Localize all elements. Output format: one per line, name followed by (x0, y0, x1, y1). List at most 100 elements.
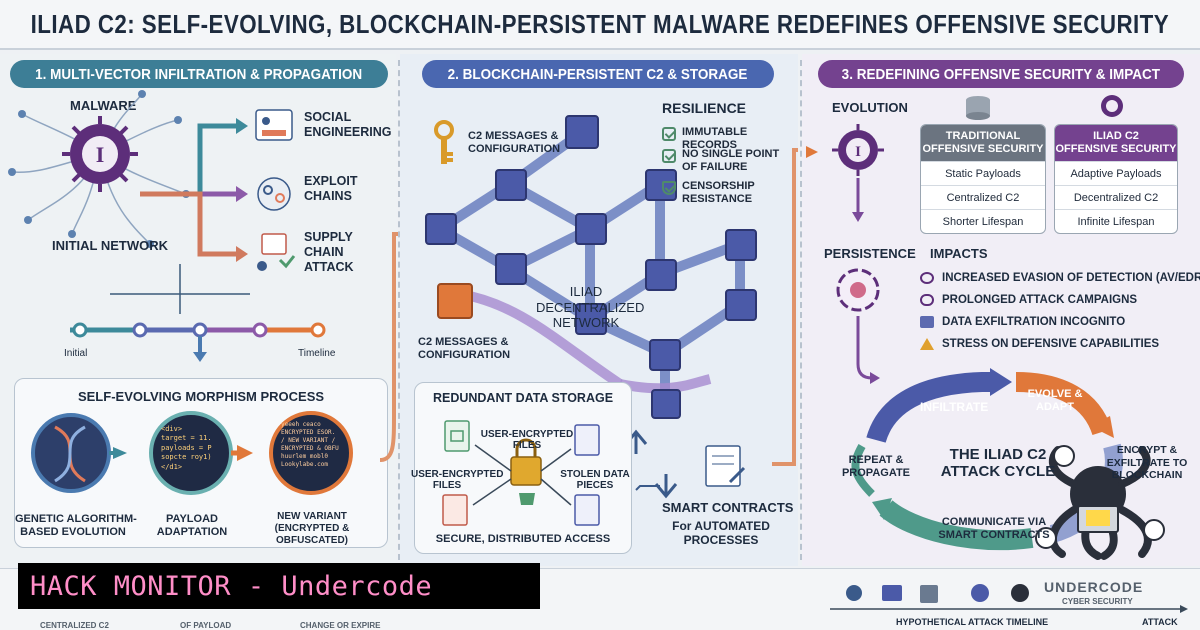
exploit-chains-icon (257, 177, 291, 211)
database-icon (966, 96, 990, 120)
section-blockchain: 2. BLOCKCHAIN-PERSISTENT C2 & STORAGE (400, 54, 798, 566)
step-new-variant: NEW VARIANT (ENCRYPTED & OBFUSCATED) (274, 511, 350, 546)
cycle-stage-encrypt: ENCRYPT & EXFILTRATE TO BLOCKCHAIN (1106, 444, 1188, 482)
resilience-item: NO SINGLE POINT OF FAILURE (662, 148, 779, 173)
cut-label: OF PAYLOAD (180, 621, 232, 630)
hack-monitor-banner[interactable]: HACK MONITOR - Undercode (18, 563, 540, 609)
supply-chain-icon (257, 233, 296, 271)
cycle-stage-repeat: REPEAT & PROPAGATE (841, 454, 911, 480)
step-genetic-algorithm: GENETIC ALGORITHM- BASED EVOLUTION (15, 513, 137, 539)
eye-slash-icon (920, 272, 934, 284)
timeline-start: Initial (64, 348, 88, 359)
impact-graphics: I (806, 95, 1165, 560)
storage-box: REDUNDANT DATA STORAGE USER-ENCRYPTED FI… (411, 382, 632, 554)
undercode-logo: UNDERCODE (1044, 579, 1144, 595)
folder-icon (920, 316, 934, 328)
vector-social-engineering: SOCIAL ENGINEERING (304, 110, 392, 139)
iliad-row: Infinite Lifespan (1055, 209, 1177, 233)
traditional-row: Static Payloads (921, 161, 1045, 185)
storage-graphics (442, 420, 600, 526)
impacts-title: IMPACTS (930, 246, 988, 261)
malware-virus-icon: I (62, 116, 138, 192)
persistence-label: PERSISTENCE (824, 246, 916, 261)
divider-2 (800, 60, 802, 560)
storage-item: STOLEN DATA PIECES (560, 469, 630, 491)
storage-item: USER-ENCRYPTED FILES (480, 429, 574, 451)
step-payload-adaptation: PAYLOAD ADAPTATION (156, 513, 228, 539)
traditional-row: Centralized C2 (921, 185, 1045, 209)
traditional-header: TRADITIONAL OFFENSIVE SECURITY (921, 125, 1045, 161)
morphism-process-box: SELF-EVOLVING MORPHISM PROCESS <div>targ… (14, 378, 388, 548)
initial-network-label: INITIAL NETWORK (52, 238, 169, 253)
impact-item: PROLONGED ATTACK CAMPAIGNS (920, 294, 1137, 306)
section-1-header: 1. MULTI-VECTOR INFILTRATION & PROPAGATI… (10, 60, 388, 88)
smart-contracts-label: SMART CONTRACTS (662, 500, 794, 515)
cycle-stage-evolve: EVOLVE & ADAPT (1027, 388, 1083, 414)
timeline-label: HYPOTHETICAL ATTACK TIMELINE (896, 617, 1049, 627)
vector-supply-chain: SUPPLY CHAIN ATTACK (304, 230, 354, 274)
octopus-hacker-mascot (1035, 445, 1165, 560)
attack-timeline (830, 584, 1188, 613)
warning-icon (920, 338, 934, 350)
flow-arrow-to-section-3 (772, 148, 798, 466)
cut-label: CENTRALIZED C2 (40, 621, 109, 630)
iliad-row: Decentralized C2 (1055, 185, 1177, 209)
iliad-header: ILIAD C2 OFFENSIVE SECURITY (1055, 125, 1177, 161)
title-bar: ILIAD C2: SELF-EVOLVING, BLOCKCHAIN-PERS… (0, 0, 1200, 50)
evolution-virus-icon: I (832, 124, 884, 176)
traditional-comparison-table: TRADITIONAL OFFENSIVE SECURITY Static Pa… (920, 124, 1046, 234)
resilience-title: RESILIENCE (662, 100, 747, 116)
storage-footer: SECURE, DISTRIBUTED ACCESS (435, 533, 611, 545)
social-engineering-icon (255, 109, 293, 141)
svg-text:I: I (855, 144, 861, 160)
blockchain-network-graphics (425, 115, 757, 499)
evolution-label: EVOLUTION (832, 100, 908, 115)
c2-messages-bottom: C2 MESSAGES & CONFIGURATION (418, 336, 511, 362)
cut-label: CHANGE OR EXPIRE (300, 621, 381, 630)
malware-label: MALWARE (70, 98, 137, 113)
iliad-comparison-table: ILIAD C2 OFFENSIVE SECURITY Adaptive Pay… (1054, 124, 1178, 234)
page-title: ILIAD C2: SELF-EVOLVING, BLOCKCHAIN-PERS… (30, 8, 1170, 39)
shield-icon (662, 181, 676, 195)
undercode-logo-sub: CYBER SECURITY (1062, 597, 1133, 606)
cycle-title: THE ILIAD C2 ATTACK CYCLE (940, 446, 1056, 481)
divider-1 (398, 60, 400, 560)
storage-title: REDUNDANT DATA STORAGE (432, 391, 614, 405)
smart-contract-icon (705, 445, 746, 487)
impact-item: DATA EXFILTRATION INCOGNITO (920, 316, 1125, 328)
attack-cycle-diagram (851, 368, 1123, 551)
iliad-virus-small-icon (1101, 95, 1123, 117)
check-icon (662, 127, 676, 141)
banner-text: HACK MONITOR - Undercode (30, 570, 433, 602)
c2-messages-top: C2 MESSAGES & CONFIGURATION (468, 130, 561, 156)
chain-link-icon (920, 294, 934, 306)
decentralized-network-label: ILIAD DECENTRALIZED NETWORK (536, 284, 645, 331)
timeline-nodes (72, 322, 326, 338)
morphism-title: SELF-EVOLVING MORPHISM PROCESS (77, 389, 325, 404)
timeline-end-label: ATTACK (1142, 617, 1178, 627)
blockchain-cubes (425, 115, 757, 419)
storage-item: USER-ENCRYPTED FILES (411, 469, 504, 491)
resilience-item: IMMUTABLE RECORDS (662, 126, 798, 151)
svg-text:I: I (96, 142, 105, 167)
key-icon (434, 120, 454, 164)
vector-exploit-chains: EXPLOIT CHAINS (304, 174, 358, 203)
iliad-row: Adaptive Payloads (1055, 161, 1177, 185)
section-impact: 3. REDEFINING OFFENSIVE SECURITY & IMPAC… (802, 54, 1200, 566)
cycle-stage-infiltrate: INFILTRATE (920, 400, 989, 414)
timeline-end: Timeline (298, 348, 336, 359)
section-3-header: 3. REDEFINING OFFENSIVE SECURITY & IMPAC… (818, 60, 1184, 88)
smart-contracts-sub: For AUTOMATED PROCESSES (672, 519, 770, 547)
section-infiltration: 1. MULTI-VECTOR INFILTRATION & PROPAGATI… (0, 54, 420, 566)
persistence-icon (836, 268, 880, 312)
impact-item: INCREASED EVASION OF DETECTION (AV/EDR) (920, 272, 1200, 284)
check-icon (662, 149, 676, 163)
resilience-item: CENSORSHIP RESISTANCE (662, 180, 755, 205)
morphism-graphics (31, 411, 353, 495)
cycle-stage-communicate: COMMUNICATE VIA SMART CONTRACTS (938, 516, 1050, 542)
infiltration-graphics: I (8, 90, 326, 362)
section-2-header: 2. BLOCKCHAIN-PERSISTENT C2 & STORAGE (422, 60, 774, 88)
traditional-row: Shorter Lifespan (921, 209, 1045, 233)
